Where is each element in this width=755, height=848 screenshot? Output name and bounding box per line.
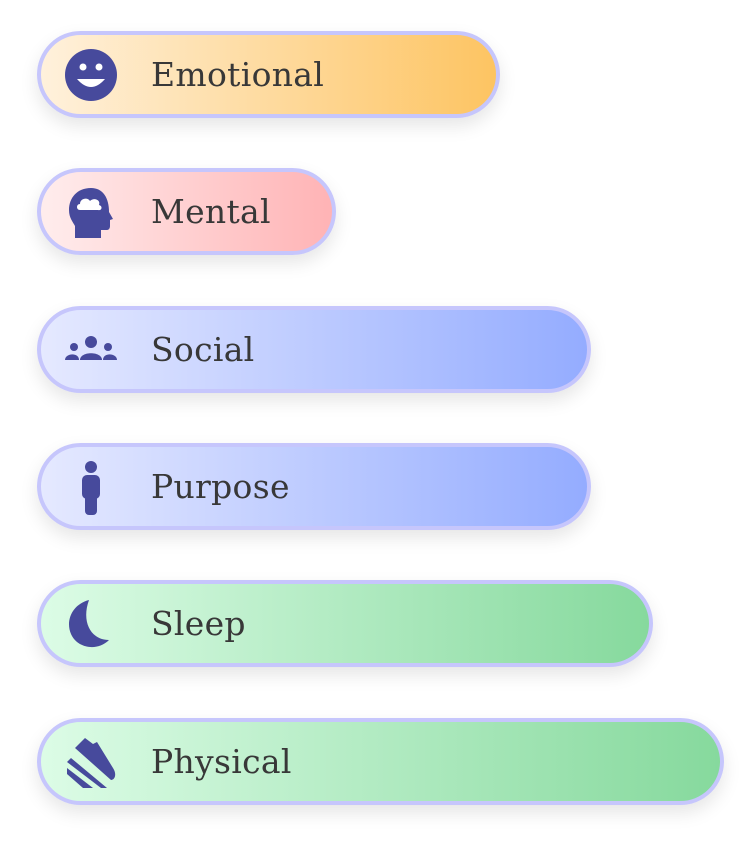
category-label: Emotional bbox=[151, 55, 325, 94]
category-sleep[interactable]: Sleep bbox=[37, 580, 653, 667]
category-purpose[interactable]: Purpose bbox=[37, 443, 591, 530]
group-people-icon bbox=[63, 322, 119, 378]
category-label: Sleep bbox=[151, 604, 246, 643]
category-mental[interactable]: Mental bbox=[37, 168, 336, 255]
category-emotional[interactable]: Emotional bbox=[37, 31, 500, 118]
moon-icon bbox=[63, 596, 119, 652]
category-social[interactable]: Social bbox=[37, 306, 591, 393]
category-label: Mental bbox=[151, 192, 271, 231]
category-label: Purpose bbox=[151, 467, 290, 506]
category-label: Physical bbox=[151, 742, 292, 781]
head-cloud-icon bbox=[63, 184, 119, 240]
smiley-face-icon bbox=[63, 47, 119, 103]
category-physical[interactable]: Physical bbox=[37, 718, 724, 805]
person-standing-icon bbox=[63, 459, 119, 515]
category-label: Social bbox=[151, 330, 255, 369]
sneaker-icon bbox=[63, 734, 119, 790]
